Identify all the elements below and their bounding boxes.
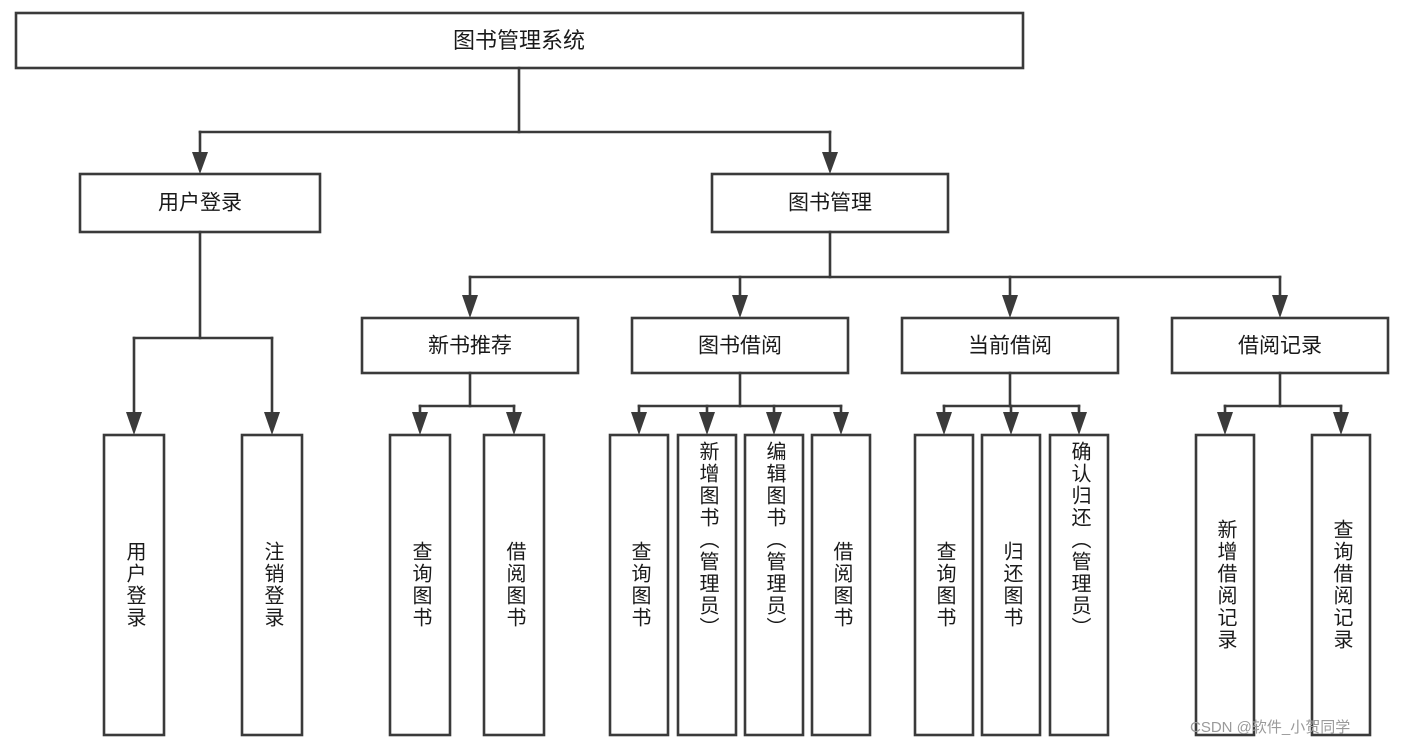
leaf-box-borrow-book-2[interactable] <box>810 433 872 737</box>
node-user-login-box <box>78 172 322 234</box>
node-current-borrow-box <box>900 316 1120 375</box>
node-book-management[interactable]: 图书管理 <box>710 172 950 234</box>
connector-book-management-to-level2 <box>462 230 1288 318</box>
connector-user-login-to-leaves <box>126 230 280 435</box>
node-root[interactable]: 图书管理系统 <box>14 11 1025 70</box>
connector-root-to-level1 <box>192 66 838 174</box>
node-new-book-recommend-box <box>360 316 580 375</box>
leaf-box-logout[interactable] <box>240 433 304 737</box>
leaf-box-borrow-book-1[interactable] <box>482 433 546 737</box>
leaf-box-confirm-return-admin[interactable] <box>1048 433 1110 737</box>
node-book-borrow[interactable]: 图书借阅 <box>630 316 850 375</box>
connector-borrow-record-to-leaves <box>1217 371 1349 435</box>
node-root-label: 图书管理系统 <box>453 28 585 53</box>
node-book-borrow-label: 图书借阅 <box>698 335 782 358</box>
leaf-boxes <box>102 433 1372 737</box>
connector-new-book-recommend-to-leaves <box>412 371 522 435</box>
node-book-management-label: 图书管理 <box>788 192 872 215</box>
node-root-box <box>14 11 1025 70</box>
leaf-box-query-book-3[interactable] <box>913 433 975 737</box>
leaf-box-edit-book-admin[interactable] <box>743 433 805 737</box>
node-current-borrow[interactable]: 当前借阅 <box>900 316 1120 375</box>
node-new-book-recommend[interactable]: 新书推荐 <box>360 316 580 375</box>
node-user-login[interactable]: 用户登录 <box>78 172 322 234</box>
node-current-borrow-label: 当前借阅 <box>968 335 1052 358</box>
connector-book-borrow-to-leaves <box>631 371 849 435</box>
watermark-text: CSDN @软件_小贺同学 <box>1190 719 1351 736</box>
leaf-box-query-book-2[interactable] <box>608 433 670 737</box>
leaf-box-user-login[interactable] <box>102 433 166 737</box>
leaf-box-return-book[interactable] <box>980 433 1042 737</box>
leaf-box-query-book-1[interactable] <box>388 433 452 737</box>
node-user-login-label: 用户登录 <box>158 192 242 215</box>
leaf-box-query-borrow-record[interactable] <box>1310 433 1372 737</box>
connector-current-borrow-to-leaves <box>936 371 1087 435</box>
node-borrow-record[interactable]: 借阅记录 <box>1170 316 1390 375</box>
node-new-book-recommend-label: 新书推荐 <box>428 335 512 358</box>
leaf-box-add-book-admin[interactable] <box>676 433 738 737</box>
node-borrow-record-label: 借阅记录 <box>1238 335 1322 358</box>
leaf-box-add-borrow-record[interactable] <box>1194 433 1256 737</box>
